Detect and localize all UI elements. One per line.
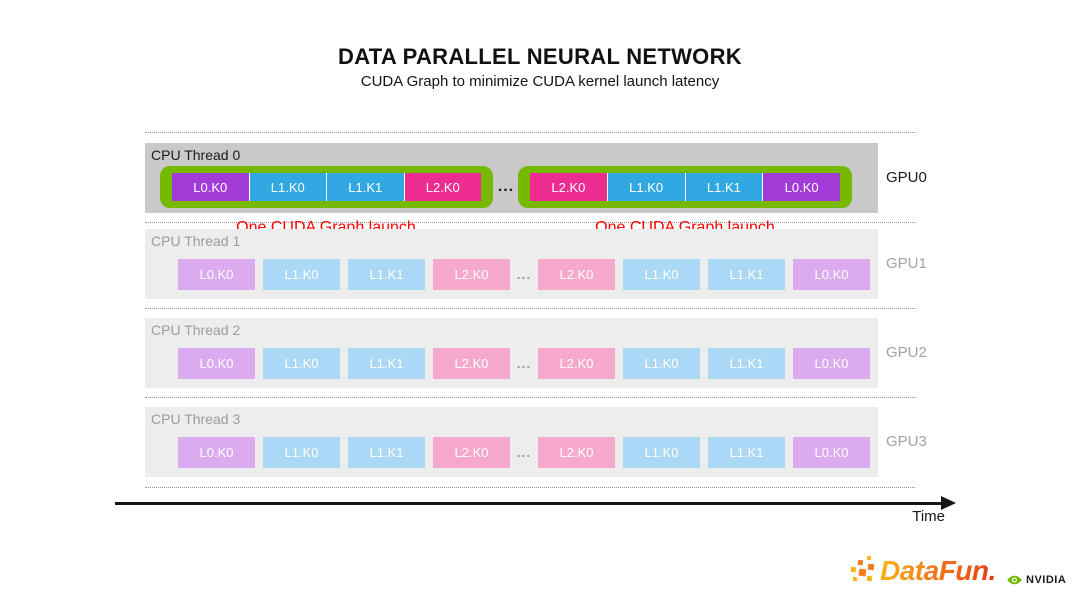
- kernel-block: L1.K0: [263, 348, 340, 379]
- gpu-label-0: GPU0: [886, 169, 927, 186]
- kernel-block: L2.K0: [433, 348, 510, 379]
- ellipsis: ...: [516, 266, 532, 282]
- thread-label: CPU Thread 1: [151, 233, 241, 249]
- kernel-block: L2.K0: [538, 259, 615, 290]
- nvidia-logo: NVIDIA: [1006, 574, 1066, 586]
- kernel-block: L2.K0: [433, 259, 510, 290]
- kernel-block: L0.K0: [793, 437, 870, 468]
- kernel-block: L2.K0: [404, 173, 481, 201]
- kernel-block: L1.K1: [685, 173, 763, 201]
- kernel-block: L1.K1: [348, 259, 425, 290]
- kernel-strip: L2.K0 L1.K0 L1.K1 L0.K0: [530, 173, 840, 201]
- dotted-separator: [145, 397, 915, 398]
- kernel-block: L0.K0: [178, 259, 255, 290]
- kernel-block: L0.K0: [178, 348, 255, 379]
- time-axis-line: [115, 502, 943, 505]
- time-axis-label: Time: [912, 508, 945, 525]
- kernel-block: L2.K0: [538, 437, 615, 468]
- dotted-separator: [145, 132, 915, 133]
- ellipsis: ...: [516, 444, 532, 460]
- kernel-block: L1.K1: [708, 437, 785, 468]
- page-title: DATA PARALLEL NEURAL NETWORK: [338, 44, 742, 69]
- kernel-block: L1.K0: [607, 173, 685, 201]
- datafun-pixels-icon: [850, 555, 875, 582]
- kernel-block: L1.K0: [623, 348, 700, 379]
- kernel-block: L1.K0: [263, 437, 340, 468]
- kernel-block: L0.K0: [793, 259, 870, 290]
- dotted-separator: [145, 308, 915, 309]
- kernel-block: L1.K0: [623, 437, 700, 468]
- cuda-graph-group-1: L0.K0 L1.K0 L1.K1 L2.K0: [160, 166, 493, 208]
- cuda-graph-group-2: L2.K0 L1.K0 L1.K1 L0.K0: [518, 166, 852, 208]
- nvidia-wordmark: NVIDIA: [1026, 574, 1067, 586]
- kernel-block: L1.K1: [708, 259, 785, 290]
- gpu-label-3: GPU3: [886, 433, 927, 450]
- kernel-strip: L0.K0 L1.K0 L1.K1 L2.K0: [172, 173, 481, 201]
- kernel-block: L1.K1: [348, 348, 425, 379]
- row-gpu3: CPU Thread 3 L0.K0 L1.K0 L1.K1 L2.K0 ...…: [145, 407, 878, 477]
- kernel-block: L0.K0: [178, 437, 255, 468]
- dotted-separator: [145, 487, 915, 488]
- ellipsis: ...: [497, 178, 515, 195]
- datafun-logo: DataFun.: [850, 554, 996, 588]
- kernel-block: L1.K1: [348, 437, 425, 468]
- kernel-block: L1.K1: [327, 173, 404, 201]
- thread-label: CPU Thread 0: [151, 147, 241, 163]
- ellipsis: ...: [516, 355, 532, 371]
- kernel-block: L0.K0: [763, 173, 840, 201]
- kernel-block: L2.K0: [538, 348, 615, 379]
- nvidia-eye-icon: [1007, 575, 1022, 585]
- kernel-block: L1.K0: [623, 259, 700, 290]
- gpu-label-1: GPU1: [886, 255, 927, 272]
- datafun-wordmark: DataFun.: [880, 555, 996, 586]
- gpu-label-2: GPU2: [886, 344, 927, 361]
- kernel-block: L1.K1: [708, 348, 785, 379]
- kernel-block: L2.K0: [530, 173, 607, 201]
- time-axis-arrowhead-icon: [941, 496, 956, 510]
- kernel-block: L0.K0: [793, 348, 870, 379]
- kernel-block: L1.K0: [263, 259, 340, 290]
- kernel-block: L0.K0: [172, 173, 249, 201]
- dotted-separator: [145, 222, 915, 223]
- thread-label: CPU Thread 2: [151, 322, 241, 338]
- thread-label: CPU Thread 3: [151, 411, 241, 427]
- row-gpu0: CPU Thread 0 L0.K0 L1.K0 L1.K1 L2.K0 ...…: [145, 143, 878, 213]
- kernel-block: L2.K0: [433, 437, 510, 468]
- row-gpu2: CPU Thread 2 L0.K0 L1.K0 L1.K1 L2.K0 ...…: [145, 318, 878, 388]
- page-subtitle: CUDA Graph to minimize CUDA kernel launc…: [360, 73, 720, 90]
- row-gpu1: CPU Thread 1 L0.K0 L1.K0 L1.K1 L2.K0 ...…: [145, 229, 878, 299]
- kernel-block: L1.K0: [249, 173, 326, 201]
